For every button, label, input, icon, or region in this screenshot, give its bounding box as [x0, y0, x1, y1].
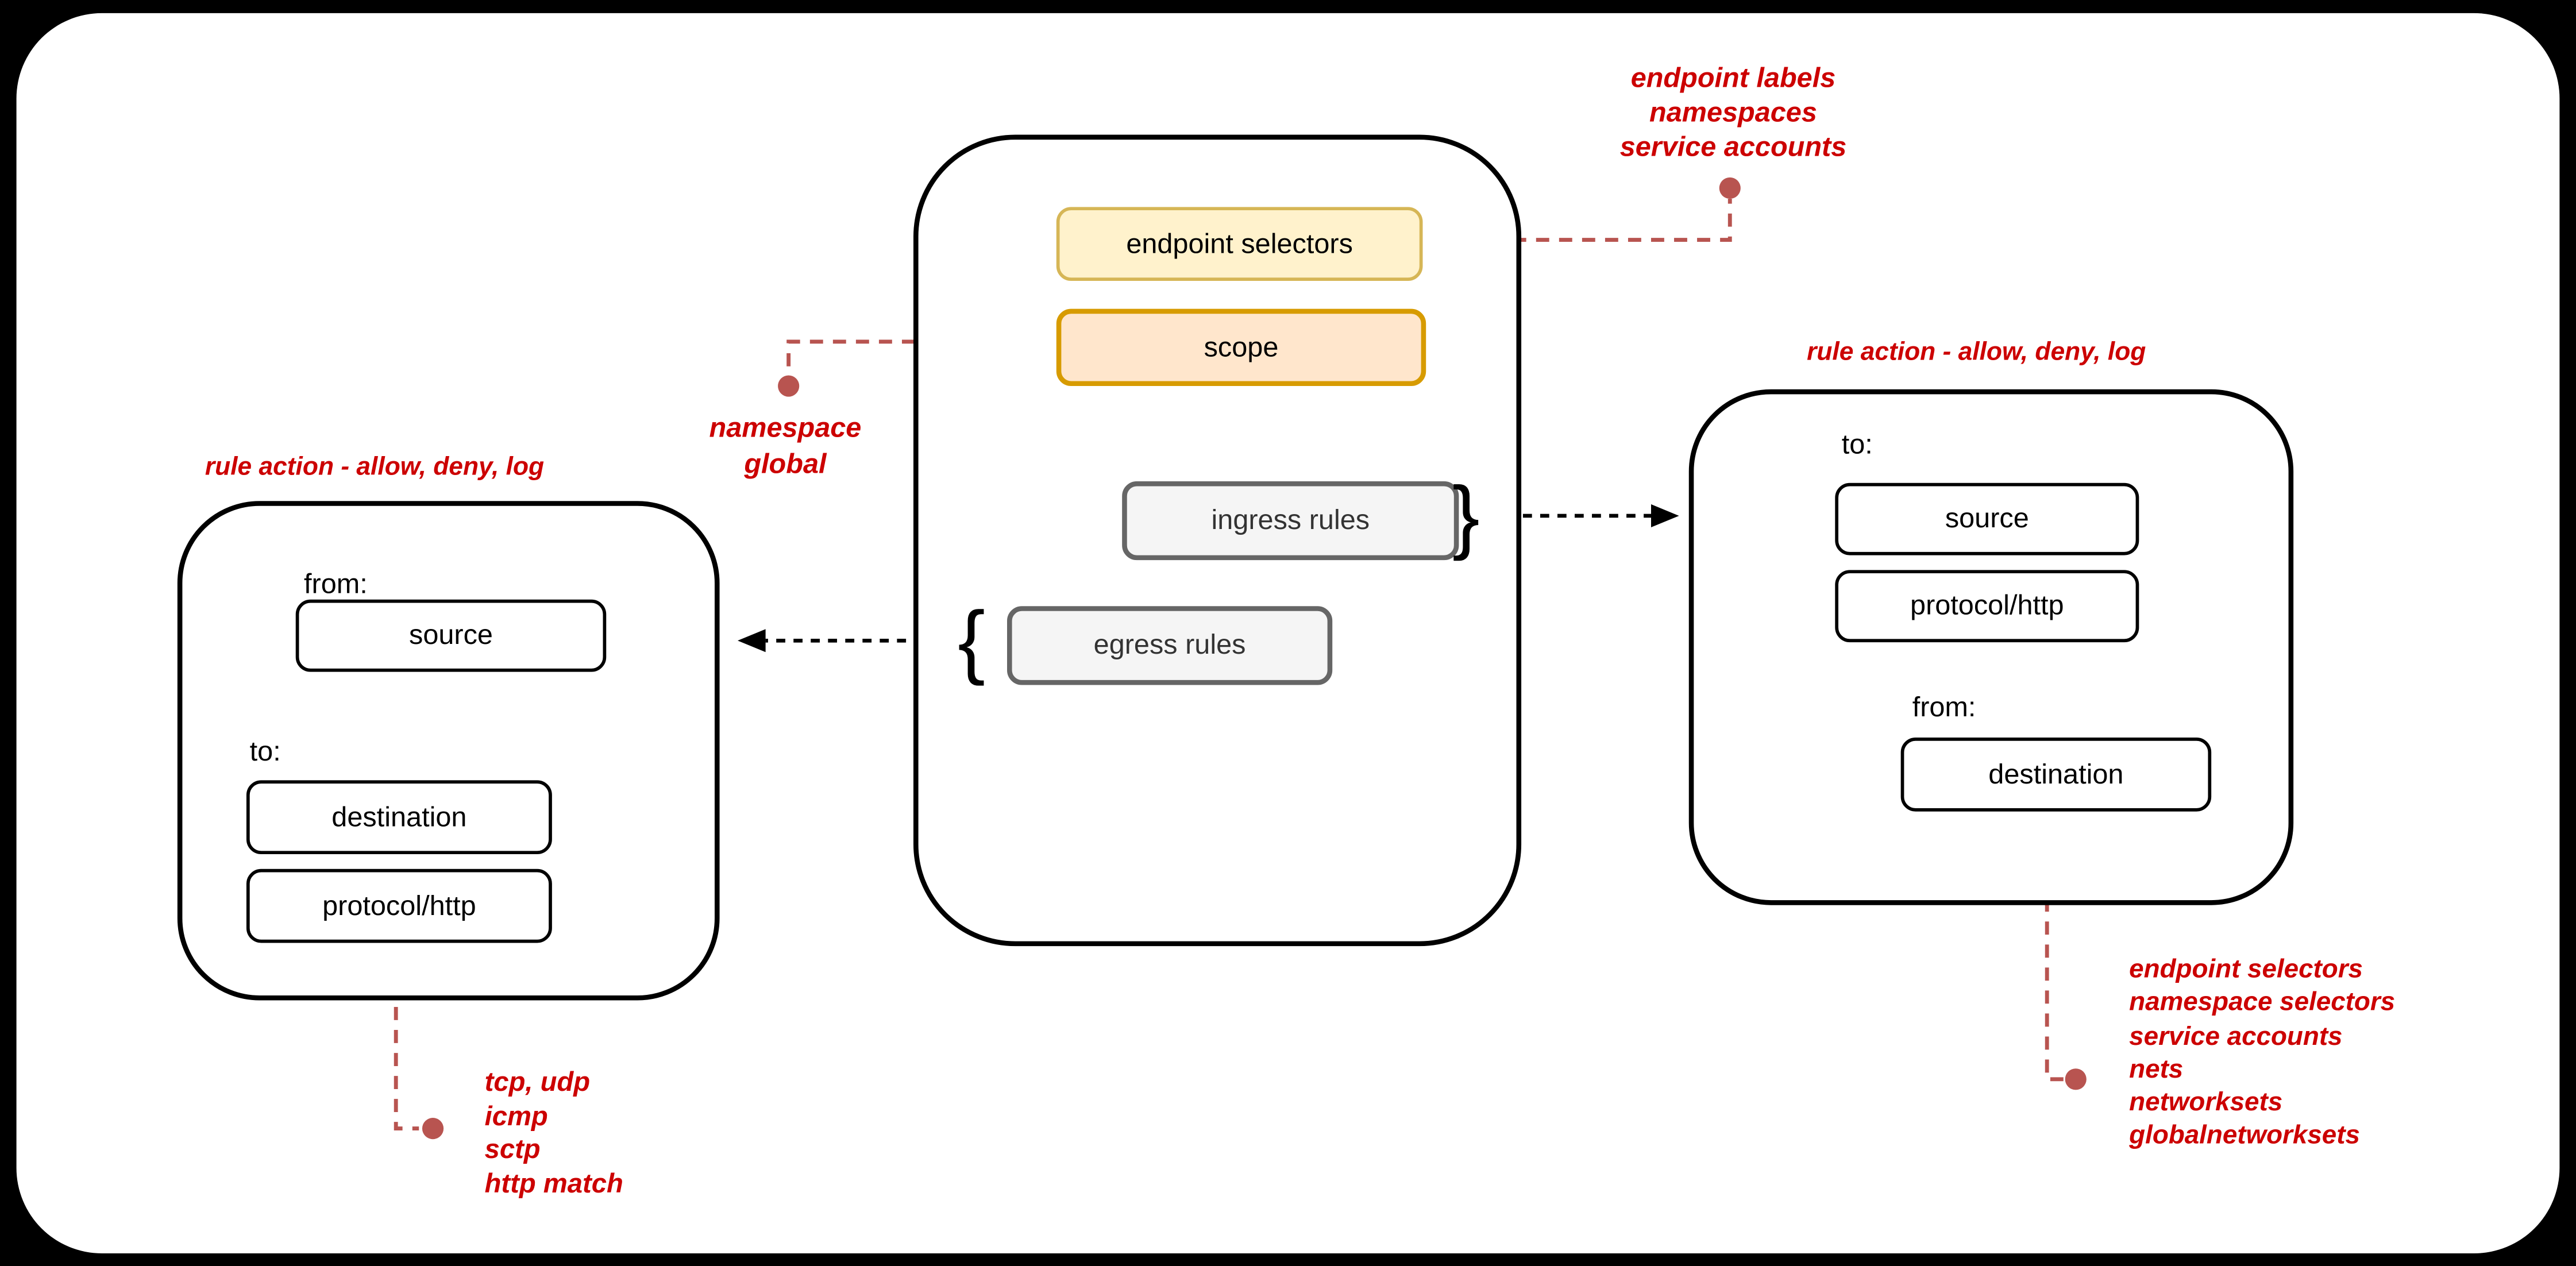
- annotation-line: endpoint labels: [1630, 62, 1836, 94]
- egress-from-label: from:: [304, 568, 368, 600]
- annotation-line: globalnetworksets: [2129, 1122, 2360, 1151]
- annotation-line: global: [744, 447, 827, 479]
- annotation-line: sctp: [484, 1135, 541, 1165]
- annotation-line: nets: [2129, 1056, 2184, 1084]
- egress-protocol-label: protocol/http: [322, 889, 476, 921]
- scope-box: scope: [1056, 308, 1426, 387]
- annotation-line: tcp, udp: [484, 1067, 591, 1098]
- egress-source-label: source: [409, 619, 493, 651]
- ingress-brace-icon: }: [1452, 469, 1480, 562]
- annotation-line: namespace selectors: [2129, 989, 2396, 1018]
- egress-destination-label: destination: [331, 801, 467, 832]
- annotation-line: endpoint selectors: [2129, 956, 2363, 984]
- annotation-line: namespace: [709, 412, 862, 444]
- ingress-protocol-label: protocol/http: [1910, 589, 2064, 621]
- egress-rule-action-heading: rule action - allow, deny, log: [205, 453, 545, 481]
- scope-label: scope: [1204, 331, 1279, 362]
- ingress-source-label: source: [1945, 503, 2029, 534]
- ingress-destination-label: destination: [1988, 758, 2124, 790]
- egress-rules-box: egress rules: [1007, 606, 1333, 685]
- ingress-protocol-box: protocol/http: [1835, 570, 2139, 643]
- endpoint-selector-options-note: endpoint labels namespaces service accou…: [1569, 61, 1898, 164]
- endpoint-selectors-label: endpoint selectors: [1126, 227, 1353, 259]
- ingress-rule-action-heading: rule action - allow, deny, log: [1807, 338, 2146, 366]
- annotation-line: service accounts: [1619, 131, 1847, 163]
- egress-destination-box: destination: [246, 780, 552, 855]
- protocol-options-note: tcp, udp icmp sctp http match: [485, 1066, 623, 1201]
- ingress-rules-box: ingress rules: [1122, 481, 1459, 561]
- annotation-line: service accounts: [2129, 1022, 2343, 1051]
- scope-options-note: namespace global: [670, 411, 900, 481]
- endpoint-selectors-box: endpoint selectors: [1056, 207, 1423, 281]
- annotation-line: http match: [484, 1168, 623, 1199]
- ingress-from-label: from:: [1912, 691, 1976, 723]
- annotation-line: networksets: [2129, 1089, 2283, 1118]
- ingress-rules-label: ingress rules: [1211, 504, 1370, 536]
- ingress-destination-box: destination: [1900, 738, 2212, 812]
- egress-brace-icon: {: [958, 595, 985, 687]
- ingress-source-box: source: [1835, 483, 2139, 555]
- egress-to-label: to:: [249, 736, 281, 767]
- egress-protocol-box: protocol/http: [246, 869, 552, 943]
- egress-rules-label: egress rules: [1093, 629, 1246, 661]
- egress-source-box: source: [295, 599, 607, 672]
- annotation-line: namespaces: [1649, 97, 1817, 129]
- ingress-to-label: to:: [1841, 429, 1873, 460]
- annotation-line: icmp: [484, 1101, 548, 1131]
- destination-options-note: endpoint selectors namespace selectors s…: [2129, 954, 2395, 1154]
- ingress-rule-container: [1688, 389, 2294, 905]
